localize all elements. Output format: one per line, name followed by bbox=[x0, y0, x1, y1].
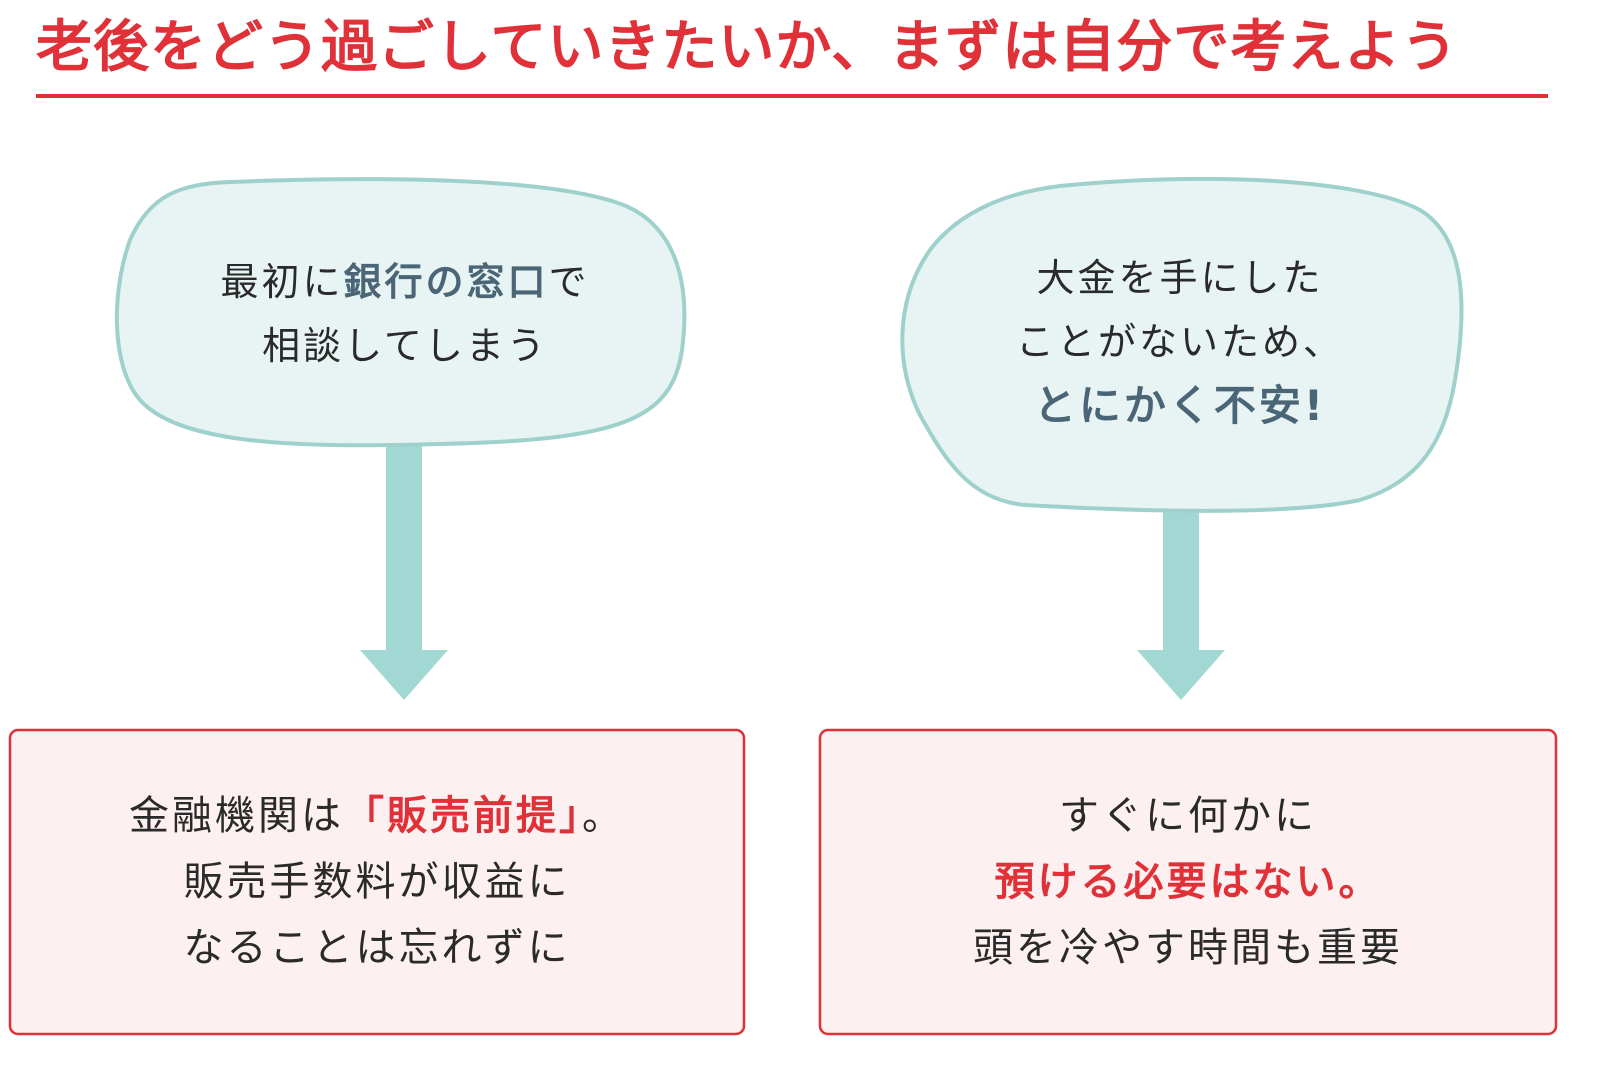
left-box-line1: 金融機関は「販売前提」。 bbox=[10, 783, 744, 849]
right-bubble-line1: 大金を手にした bbox=[1036, 256, 1324, 300]
right-arrow-shaft bbox=[1163, 508, 1199, 650]
left-box-line1-before: 金融機関は bbox=[129, 793, 344, 839]
right-box-emphasis: 預ける必要はない。 bbox=[994, 859, 1382, 905]
left-box-text: 金融機関は「販売前提」。 販売手数料が収益に なることは忘れずに bbox=[10, 783, 744, 981]
left-box-line1-after: 。 bbox=[582, 793, 625, 839]
right-box-line3: 頭を冷やす時間も重要 bbox=[973, 925, 1403, 971]
right-thought-bubble bbox=[900, 176, 1464, 513]
left-bubble-line1-after: で bbox=[548, 260, 590, 304]
left-arrow-shaft bbox=[386, 444, 422, 650]
left-thought-bubble bbox=[114, 177, 687, 448]
left-arrow-head bbox=[360, 650, 448, 700]
page-title: 老後をどう過ごしていきたいか、まずは自分で考えよう bbox=[36, 15, 1459, 80]
right-arrow-head bbox=[1137, 650, 1225, 700]
left-bubble-emphasis: 銀行の窓口 bbox=[343, 260, 549, 304]
left-bubble-line1-before: 最初に bbox=[220, 260, 344, 304]
right-box-text: すぐに何かに 預ける必要はない。 頭を冷やす時間も重要 bbox=[820, 783, 1556, 981]
right-bubble-emphasis: とにかく不安! bbox=[1033, 381, 1327, 430]
left-advice-box bbox=[8, 728, 746, 1036]
left-bubble-text: 最初に銀行の窓口で 相談してしまう bbox=[130, 250, 680, 378]
right-bubble-text: 大金を手にした ことがないため、 とにかく不安! bbox=[910, 246, 1450, 438]
left-box-line2: 販売手数料が収益に bbox=[183, 859, 571, 905]
right-box-line1: すぐに何かに bbox=[1059, 793, 1317, 839]
right-advice-box bbox=[818, 728, 1558, 1036]
left-box-emphasis: 「販売前提」 bbox=[344, 793, 582, 839]
left-box-line3: なることは忘れずに bbox=[183, 925, 571, 971]
right-bubble-line2: ことがないため、 bbox=[1015, 320, 1344, 364]
left-bubble-line1: 最初に銀行の窓口で bbox=[130, 250, 680, 314]
title-underline bbox=[36, 94, 1548, 98]
left-bubble-line2: 相談してしまう bbox=[262, 324, 548, 368]
